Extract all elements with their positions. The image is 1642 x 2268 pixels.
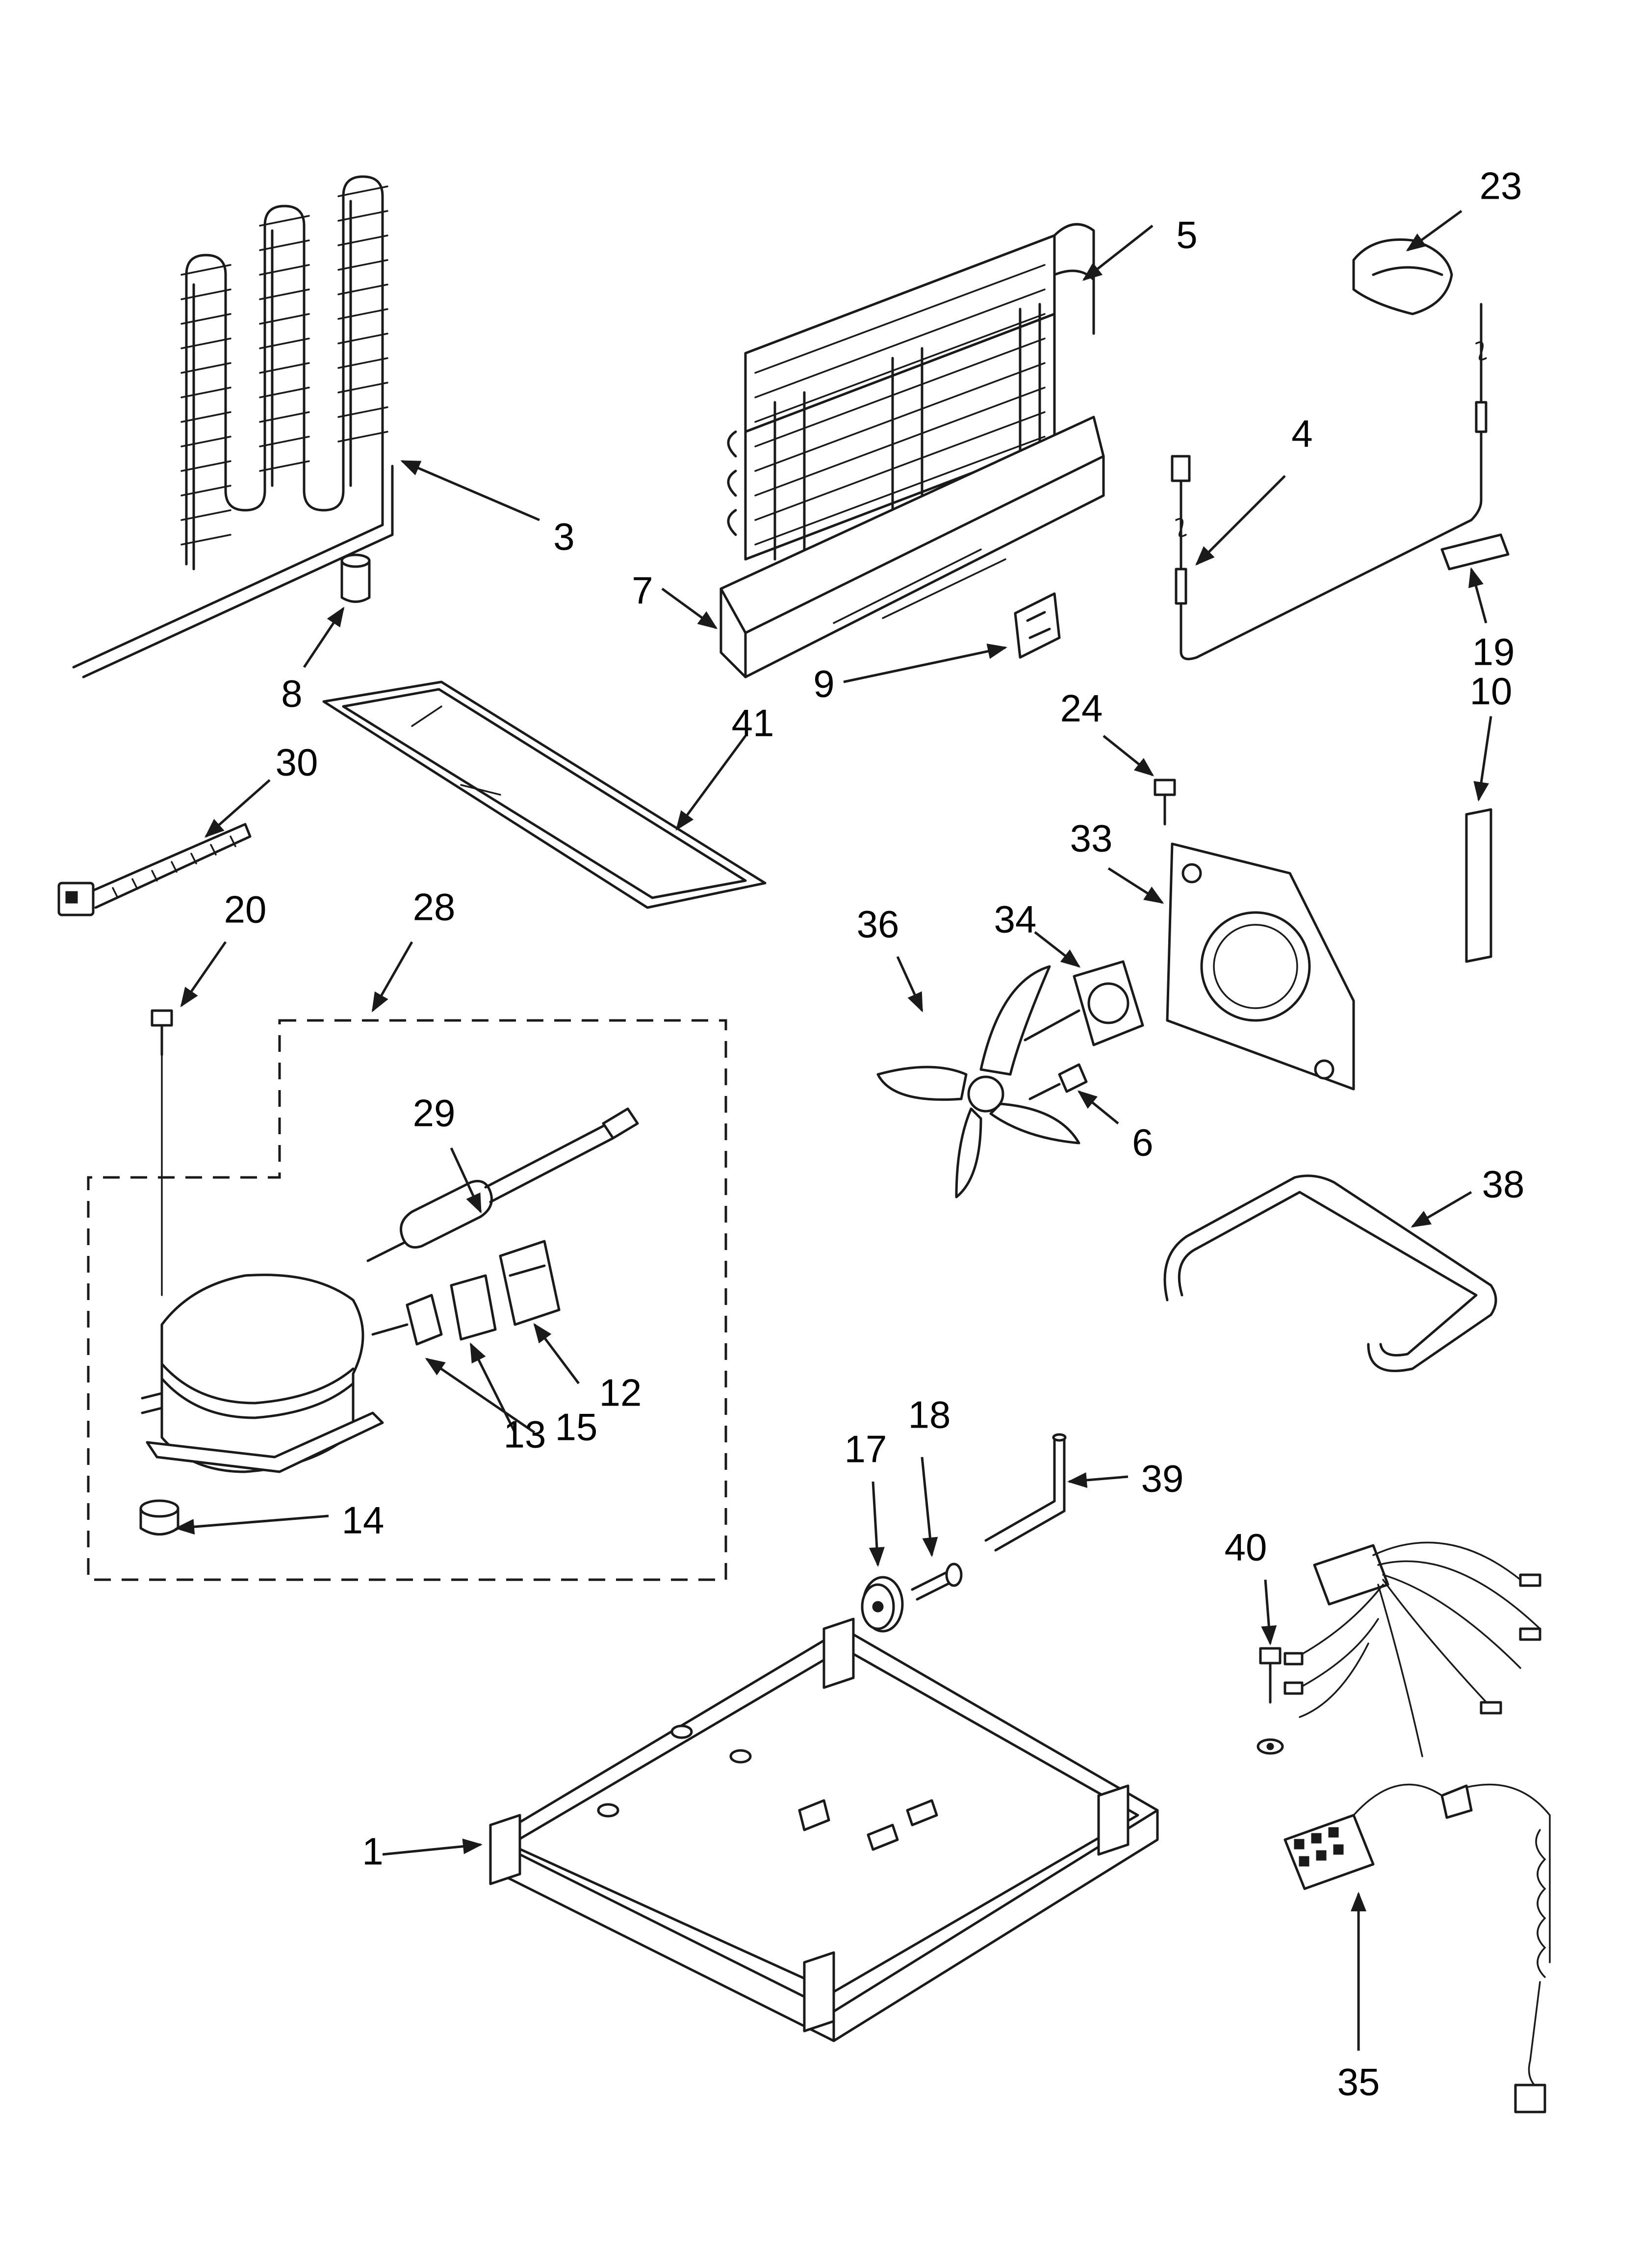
- evaporator-tray: [719, 416, 1105, 678]
- bracket-clip: [1014, 592, 1061, 659]
- callout-8: 8: [281, 672, 302, 715]
- fan-motor: [1024, 960, 1144, 1046]
- callout-35: 35: [1337, 2060, 1380, 2104]
- callout-38: 38: [1482, 1163, 1525, 1206]
- filter-cylinder: [340, 553, 371, 603]
- callout-9: 9: [813, 662, 834, 705]
- callout-29: 29: [413, 1092, 456, 1135]
- callout-10: 10: [1470, 670, 1513, 713]
- callout-4: 4: [1291, 412, 1312, 455]
- callout-34: 34: [994, 898, 1037, 941]
- callout-6: 6: [1132, 1121, 1153, 1164]
- screw-24: [1154, 779, 1176, 826]
- condenser-coil: [72, 175, 394, 678]
- temperature-sensor: [1171, 303, 1488, 660]
- callout-40: 40: [1225, 1526, 1267, 1569]
- leader-lines: [175, 209, 1492, 2051]
- callout-labels: 1 3 4 5 6 7 8 9 10 12 13 14 15 17 18 19 …: [224, 164, 1525, 2104]
- axle-pin: [911, 1563, 963, 1601]
- callout-14: 14: [342, 1499, 385, 1542]
- grommet: [139, 1499, 180, 1536]
- callout-13: 13: [504, 1413, 546, 1456]
- start-relay: [371, 1294, 443, 1346]
- thermostat-cap: [1352, 238, 1453, 315]
- compressor: [141, 1274, 384, 1473]
- callout-12: 12: [599, 1371, 642, 1414]
- callout-15: 15: [555, 1406, 598, 1449]
- sensor-clip: [1440, 533, 1510, 571]
- roller-wheel: [861, 1576, 904, 1633]
- cable-tie: [57, 823, 252, 916]
- wire-harness: [1283, 1541, 1551, 2113]
- callout-30: 30: [276, 741, 318, 784]
- callout-3: 3: [553, 515, 574, 558]
- callout-36: 36: [857, 903, 899, 946]
- callout-23: 23: [1480, 164, 1522, 208]
- fan-shroud: [1166, 842, 1355, 1091]
- overload-protector: [450, 1274, 497, 1341]
- callout-41: 41: [732, 702, 774, 745]
- fan-blade: [876, 965, 1080, 1199]
- callout-5: 5: [1176, 213, 1197, 257]
- filter-drier: [366, 1107, 639, 1262]
- callout-18: 18: [908, 1393, 951, 1436]
- tube-39: [984, 1433, 1067, 1552]
- callout-7: 7: [632, 569, 653, 612]
- screw-40: [1257, 1647, 1284, 1755]
- screw-6: [1028, 1063, 1088, 1100]
- compressor-kit-boundary: [87, 1019, 727, 1581]
- callout-24: 24: [1060, 687, 1103, 730]
- screw-20: [151, 1009, 173, 1296]
- drain-pan: [322, 680, 767, 909]
- callout-1: 1: [362, 1830, 383, 1873]
- relay-cover: [499, 1240, 561, 1326]
- tube-38: [1163, 1174, 1497, 1372]
- callout-20: 20: [224, 888, 267, 931]
- foam-strip: [1465, 808, 1492, 963]
- callout-33: 33: [1070, 817, 1113, 860]
- base-frame: [489, 1617, 1159, 2042]
- callout-28: 28: [413, 886, 456, 929]
- callout-17: 17: [845, 1428, 887, 1471]
- callout-19: 19: [1472, 630, 1515, 674]
- callout-39: 39: [1141, 1457, 1184, 1500]
